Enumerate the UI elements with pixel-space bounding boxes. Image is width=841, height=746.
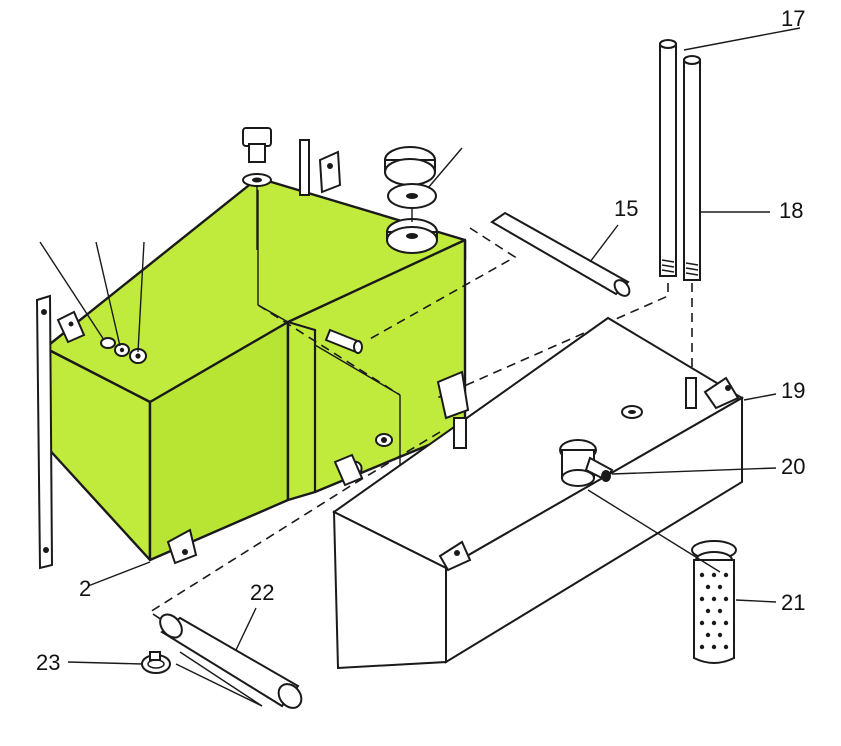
callout-15: 15 (614, 196, 638, 221)
tube-17 (659, 39, 677, 277)
tank-rear-block (286, 238, 467, 502)
callout-22: 22 (250, 580, 274, 605)
strainer-21 (691, 540, 737, 664)
callout-2: 2 (79, 576, 91, 601)
callout-20: 20 (781, 454, 805, 479)
washer-icon (100, 337, 116, 349)
mounting-strap (35, 294, 54, 570)
callout-18: 18 (779, 198, 803, 223)
sender-unit (384, 146, 463, 254)
auxiliary-tank (332, 316, 744, 670)
tube-18 (683, 55, 701, 281)
main-tank (43, 139, 467, 565)
hose-22 (159, 613, 303, 709)
callout-23: 23 (36, 650, 60, 675)
filler-cap (242, 127, 272, 250)
callout-17: 17 (781, 6, 805, 31)
callout-21: 21 (781, 590, 805, 615)
callout-19: 19 (781, 378, 805, 403)
pipe-15 (490, 211, 631, 297)
hose-clamp-23 (141, 651, 171, 674)
